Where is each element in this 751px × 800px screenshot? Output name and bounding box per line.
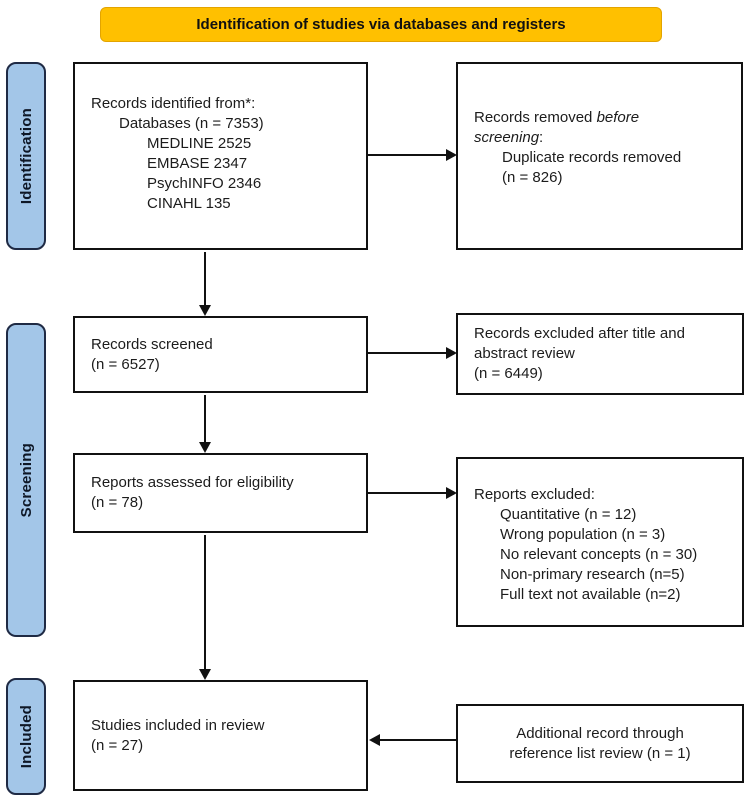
arrow-screened-to-assessed xyxy=(199,395,211,453)
box-records-identified: Records identified from*: Databases (n =… xyxy=(73,62,368,250)
stage-label-screening-text: Screening xyxy=(17,442,35,518)
text-line: Wrong population (n = 3) xyxy=(500,526,666,543)
box-studies-included: Studies included in review (n = 27) xyxy=(73,680,368,791)
arrow-screened-to-excluded xyxy=(368,347,457,359)
text-line: screening: xyxy=(474,128,727,148)
text-line: Quantitative (n = 12) xyxy=(500,506,637,523)
box-records-identified-content: Records identified from*: Databases (n =… xyxy=(75,64,366,214)
box-records-excluded-content: Records excluded after title and abstrac… xyxy=(458,315,742,393)
text-line: PsychINFO 2346 xyxy=(147,175,262,192)
box-records-removed-content: Records removed before screening: Duplic… xyxy=(458,64,741,188)
text-line: Reports assessed for eligibility xyxy=(91,474,294,491)
box-studies-included-content: Studies included in review (n = 27) xyxy=(75,682,366,789)
text-line: reference list review (n = 1) xyxy=(509,744,691,762)
stage-label-included-text: Included xyxy=(17,704,35,769)
text-line: Non-primary research (n=5) xyxy=(500,566,685,583)
box-additional-record: Additional record through reference list… xyxy=(456,704,744,783)
stage-label-screening: Screening xyxy=(6,323,46,637)
diagram-title-banner: Identification of studies via databases … xyxy=(100,7,662,42)
text-line: No relevant concepts (n = 30) xyxy=(500,546,698,563)
text-line: Records excluded after title and xyxy=(474,325,685,342)
text-line: (n = 6527) xyxy=(91,355,160,373)
text-line: Studies included in review xyxy=(91,716,265,734)
text-line: (n = 27) xyxy=(91,736,144,754)
stage-label-identification-text: Identification xyxy=(17,107,35,205)
text-line: Records screened xyxy=(91,335,213,353)
arrow-identified-to-screened xyxy=(199,252,211,316)
text-line: Full text not available (n=2) xyxy=(500,586,681,603)
box-records-removed: Records removed before screening: Duplic… xyxy=(456,62,743,250)
arrow-additional-to-included xyxy=(369,734,456,746)
text-line: Databases (n = 7353) xyxy=(119,115,264,132)
box-records-excluded-title-abstract: Records excluded after title and abstrac… xyxy=(456,313,744,395)
box-additional-record-content: Additional record through reference list… xyxy=(458,706,742,781)
box-reports-assessed: Reports assessed for eligibility (n = 78… xyxy=(73,453,368,533)
text-line: EMBASE 2347 xyxy=(147,155,248,172)
text-segment-italic: screening xyxy=(474,129,540,146)
text-line: Additional record through xyxy=(516,724,684,742)
box-reports-assessed-content: Reports assessed for eligibility (n = 78… xyxy=(75,455,366,531)
text-line: (n = 826) xyxy=(502,169,563,186)
arrow-identified-to-removed xyxy=(368,149,457,161)
stage-label-identification: Identification xyxy=(6,62,46,250)
text-line: (n = 6449) xyxy=(474,365,543,382)
text-segment: Records removed xyxy=(474,109,597,126)
box-reports-excluded-content: Reports excluded: Quantitative (n = 12) … xyxy=(458,459,742,605)
box-records-screened-content: Records screened (n = 6527) xyxy=(75,318,366,391)
text-segment-italic: before xyxy=(596,109,640,126)
box-records-screened: Records screened (n = 6527) xyxy=(73,316,368,393)
text-line: Records identified from*: xyxy=(91,95,256,112)
text-segment: : xyxy=(539,129,544,146)
text-line: Reports excluded: xyxy=(474,486,595,503)
text-line: abstract review xyxy=(474,345,575,362)
box-reports-excluded: Reports excluded: Quantitative (n = 12) … xyxy=(456,457,744,627)
stage-label-included: Included xyxy=(6,678,46,795)
text-line: Duplicate records removed xyxy=(502,149,682,166)
arrow-assessed-to-reports-excluded xyxy=(368,487,457,499)
arrow-assessed-to-included xyxy=(199,535,211,680)
text-line: CINAHL 135 xyxy=(147,195,231,212)
text-line: Records removed before xyxy=(474,108,727,128)
text-line: (n = 78) xyxy=(91,494,144,511)
text-line: MEDLINE 2525 xyxy=(147,135,252,152)
diagram-title: Identification of studies via databases … xyxy=(196,16,566,33)
